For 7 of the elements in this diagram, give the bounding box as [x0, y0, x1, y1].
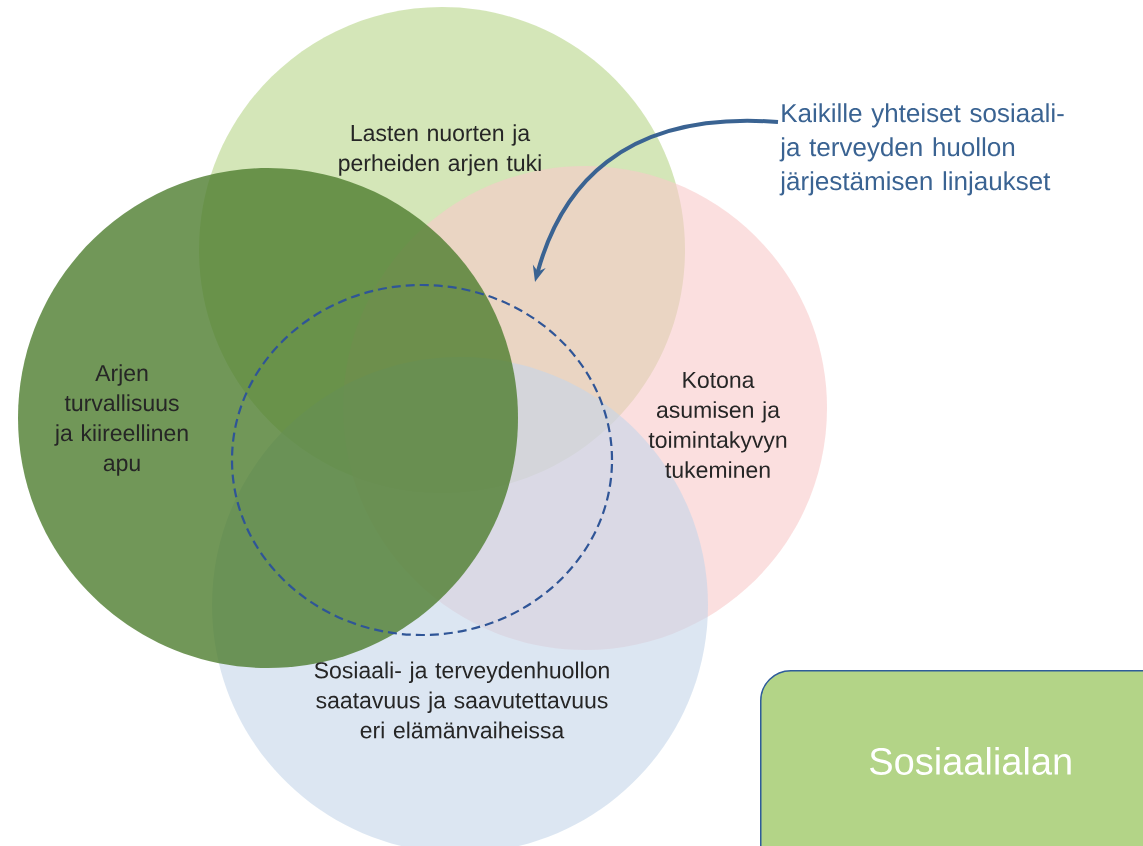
circle-label: Sosiaali- ja terveydenhuollon saatavuus ja saavutettavuus eri elämänvaiheissa [314, 661, 609, 739]
rounded-box: Sosiaalialan [760, 670, 1143, 846]
circle-label: Lasten nuorten ja perheiden arjen tuki [339, 124, 541, 176]
annotation-text: Kaikille yhteiset sosiaali- ja terveyden huollon järjestämisen linjaukset [779, 103, 1064, 196]
dashed-circle [230, 283, 614, 637]
circle-label: Kotona asumisen ja toimintakyvyn tukeminen [648, 372, 787, 479]
circle-label: Arjen turvallisuus ja kiireellinen apu [54, 364, 188, 476]
